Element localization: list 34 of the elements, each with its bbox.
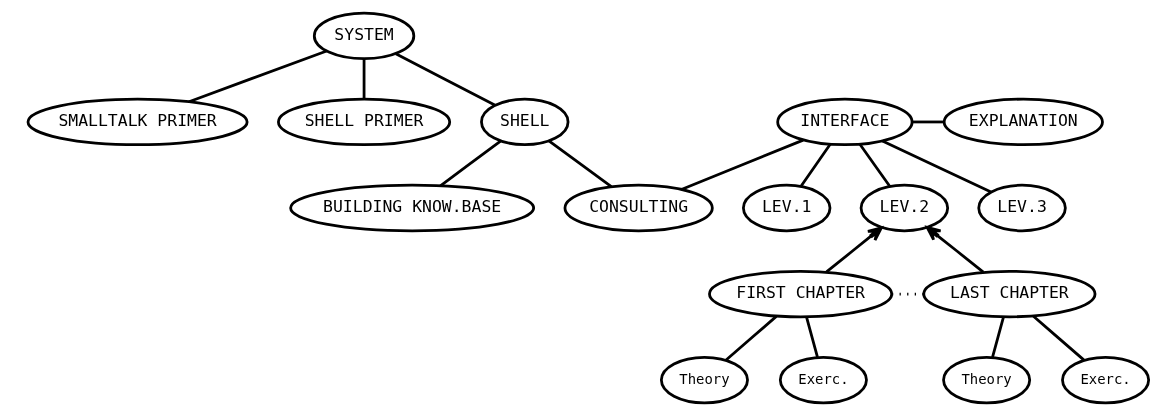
- connector: [799, 143, 831, 187]
- node-ellipse: SMALLTALK PRIMER: [26, 97, 248, 147]
- node-ellipse: SYSTEM: [312, 11, 415, 61]
- node-ellipse: Theory: [941, 355, 1031, 405]
- node-ellipse: LEV.2: [859, 183, 949, 233]
- node-ellipse: LAST CHAPTER: [921, 269, 1096, 319]
- connector: [1031, 314, 1085, 362]
- arrow: [925, 226, 984, 274]
- connector: [362, 59, 365, 99]
- connector: [891, 292, 924, 296]
- node-ellipse: BUILDING KNOW.BASE: [288, 183, 535, 233]
- node-ellipse: SHELL: [479, 97, 569, 147]
- node-ellipse: Exerc.: [778, 355, 868, 405]
- connector: [680, 138, 804, 191]
- node-ellipse: SHELL PRIMER: [276, 97, 451, 147]
- connector: [439, 139, 502, 187]
- node-ellipse: INTERFACE: [775, 97, 913, 147]
- connector: [724, 315, 777, 362]
- node-ellipse: LEV.3: [976, 183, 1067, 233]
- node-ellipse: Exerc.: [1060, 355, 1150, 405]
- connector: [881, 139, 992, 194]
- arrow: [825, 226, 883, 274]
- node-ellipse: LEV.1: [741, 183, 831, 233]
- connector: [858, 143, 891, 187]
- connector: [911, 120, 944, 124]
- node-ellipse: CONSULTING: [563, 183, 714, 233]
- connector: [188, 49, 327, 104]
- node-ellipse: EXPLANATION: [942, 97, 1104, 147]
- connector: [394, 52, 495, 107]
- connector: [547, 139, 612, 188]
- connector: [804, 316, 819, 358]
- node-ellipse: FIRST CHAPTER: [707, 269, 893, 319]
- node-ellipse: Theory: [659, 355, 749, 405]
- connector: [990, 316, 1005, 358]
